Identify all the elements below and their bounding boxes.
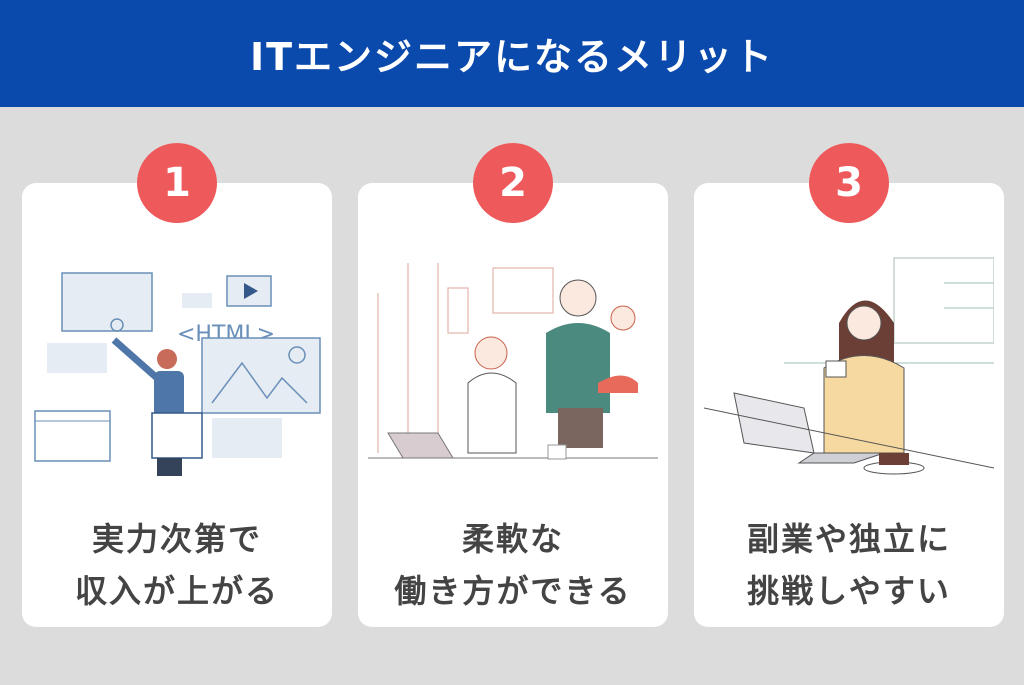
merit-card-2: 2 柔軟な 働き方ができる: [358, 143, 668, 627]
caption-line-1: 実力次第で: [91, 520, 262, 558]
number-badge: 1: [137, 143, 217, 223]
family-remote-work-illustration: [368, 263, 658, 460]
number-badge: 3: [809, 143, 889, 223]
number-badge: 2: [473, 143, 553, 223]
caption-line-2: 挑戦しやすい: [747, 572, 951, 610]
caption-line-1: 副業や独立に: [746, 520, 951, 558]
caption-line-1: 柔軟な: [461, 520, 564, 558]
merit-caption: 柔軟な 働き方ができる: [358, 513, 668, 617]
header-banner: ITエンジニアになるメリット: [0, 0, 1024, 107]
merit-card-1: 1 <HTML> 実力次第で 収入が上がる: [22, 143, 332, 627]
caption-line-2: 働き方ができる: [394, 572, 632, 610]
merit-card-3: 3 副業や独立に 挑戦しやすい: [694, 143, 1004, 627]
cafe-laptop-illustration: [704, 257, 994, 475]
merit-caption: 実力次第で 収入が上がる: [22, 513, 332, 617]
page-title: ITエンジニアになるメリット: [249, 35, 775, 79]
caption-line-2: 収入が上がる: [74, 572, 279, 610]
engineer-illustration: <HTML>: [34, 272, 321, 476]
merit-caption: 副業や独立に 挑戦しやすい: [694, 513, 1004, 617]
